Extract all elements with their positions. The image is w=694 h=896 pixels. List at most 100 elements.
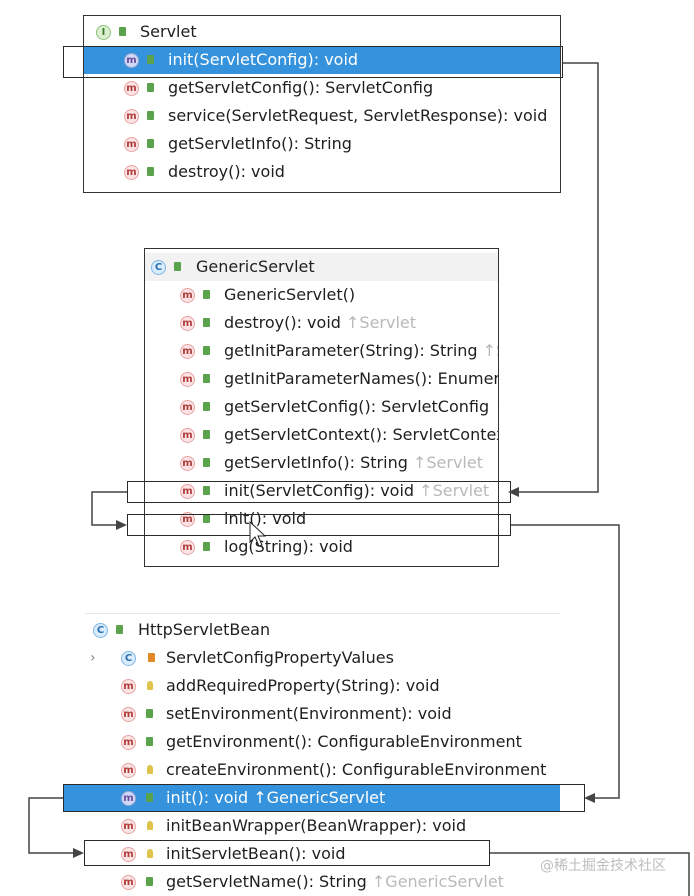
servlet-method-destroy[interactable]: m destroy(): void [84, 158, 560, 186]
method-icon: m [124, 165, 139, 180]
public-lock-icon [119, 27, 126, 36]
generic-method-init-config[interactable]: m init(ServletConfig): void ↑Servlet [145, 477, 498, 505]
arrowhead [73, 848, 84, 858]
override-hint: ↑Servlet [414, 481, 490, 500]
servlet-panel: I Servlet m init(ServletConfig): void m … [83, 15, 561, 193]
method-signature: destroy(): void [224, 313, 341, 332]
public-lock-icon [203, 318, 210, 327]
method-signature-line: destroy(): void ↑Servlet [224, 309, 416, 337]
http-method-get-environment[interactable]: m getEnvironment(): ConfigurableEnvironm… [85, 728, 560, 756]
public-lock-icon [146, 793, 153, 802]
override-hint: ↑ [489, 397, 498, 416]
public-lock-icon [147, 167, 154, 176]
class-icon: C [93, 623, 108, 638]
method-signature: createEnvironment(): ConfigurableEnviron… [166, 760, 547, 779]
arrow-servlet-to-generic [515, 62, 599, 493]
http-method-create-environment[interactable]: m createEnvironment(): ConfigurableEnvir… [85, 756, 560, 784]
http-method-add-required-property[interactable]: m addRequiredProperty(String): void [85, 672, 560, 700]
generic-method-destroy[interactable]: m destroy(): void ↑Servlet [145, 309, 498, 337]
method-signature-line: init(ServletConfig): void ↑Servlet [224, 477, 489, 505]
http-title-row[interactable]: C HttpServletBean [85, 616, 560, 644]
servlet-title: Servlet [140, 22, 197, 41]
method-icon: m [121, 679, 136, 694]
generic-method-get-servlet-config[interactable]: m getServletConfig(): ServletConfig ↑ [145, 393, 498, 421]
generic-method-get-servlet-info[interactable]: m getServletInfo(): String ↑Servlet [145, 449, 498, 477]
public-lock-icon [203, 458, 210, 467]
generic-method-get-init-parameter-names[interactable]: m getInitParameterNames(): Enumer [145, 365, 498, 393]
method-signature: init(): void [166, 788, 249, 807]
method-signature: getEnvironment(): ConfigurableEnvironmen… [166, 732, 522, 751]
servlet-title-row[interactable]: I Servlet [84, 18, 560, 46]
method-icon: m [180, 344, 195, 359]
servlet-method-get-servlet-info[interactable]: m getServletInfo(): String [84, 130, 560, 158]
arrowhead [116, 520, 127, 530]
method-icon: m [180, 428, 195, 443]
method-signature-line: getServletInfo(): String ↑Servlet [224, 449, 483, 477]
method-signature: log(String): void [224, 537, 353, 556]
method-icon: m [121, 791, 136, 806]
http-inner-class-row[interactable]: › C ServletConfigPropertyValues [85, 644, 560, 672]
method-icon: m [180, 456, 195, 471]
method-signature: getServletConfig(): ServletConfig [168, 78, 434, 97]
method-signature-line: init(): void ↑GenericServlet [166, 784, 385, 812]
method-icon: m [124, 109, 139, 124]
method-signature: getInitParameterNames(): Enumer [224, 369, 498, 388]
arrow-generic-config-to-init [91, 491, 127, 526]
method-signature: setEnvironment(Environment): void [166, 704, 452, 723]
generic-method-constructor[interactable]: m GenericServlet() [145, 281, 498, 309]
http-method-init-servlet-bean[interactable]: m initServletBean(): void [85, 840, 560, 868]
method-icon: m [180, 288, 195, 303]
generic-method-get-servlet-context[interactable]: m getServletContext(): ServletContex [145, 421, 498, 449]
http-method-get-servlet-name[interactable]: m getServletName(): String ↑GenericServl… [85, 868, 560, 896]
method-icon: m [124, 81, 139, 96]
servlet-method-init-config[interactable]: m init(ServletConfig): void [84, 46, 560, 74]
method-signature: service(ServletRequest, ServletResponse)… [168, 106, 548, 125]
generic-title: GenericServlet [196, 257, 315, 276]
protected-key-icon [147, 681, 153, 690]
method-icon: m [121, 707, 136, 722]
protected-key-icon [147, 765, 153, 774]
highlight-box-generic-init [127, 514, 511, 536]
class-icon: C [151, 260, 166, 275]
method-signature: getServletInfo(): String [224, 453, 408, 472]
servlet-method-service[interactable]: m service(ServletRequest, ServletRespons… [84, 102, 560, 130]
public-lock-icon [203, 290, 210, 299]
method-icon: m [124, 137, 139, 152]
method-icon: m [121, 847, 136, 862]
servlet-method-get-servlet-config[interactable]: m getServletConfig(): ServletConfig [84, 74, 560, 102]
method-signature: initServletBean(): void [166, 844, 346, 863]
http-servlet-bean-panel: C HttpServletBean › C ServletConfigPrope… [63, 613, 560, 896]
interface-icon: I [96, 25, 111, 40]
public-lock-icon [146, 709, 153, 718]
method-signature: getServletInfo(): String [168, 134, 352, 153]
method-icon: m [124, 53, 139, 68]
generic-title-row[interactable]: C GenericServlet [145, 253, 498, 281]
override-hint: ↑GenericServlet [366, 872, 504, 891]
public-lock-icon [146, 737, 153, 746]
generic-method-get-init-parameter[interactable]: m getInitParameter(String): String ↑S [145, 337, 498, 365]
arrow-generic-to-http [511, 524, 620, 799]
method-signature: getServletName(): String [166, 872, 367, 891]
public-lock-icon [203, 374, 210, 383]
generic-servlet-panel: C GenericServlet m GenericServlet() m de… [144, 248, 499, 567]
method-icon: m [121, 875, 136, 890]
public-lock-icon [203, 486, 210, 495]
generic-method-log[interactable]: m log(String): void [145, 533, 498, 561]
http-method-set-environment[interactable]: m setEnvironment(Environment): void [85, 700, 560, 728]
http-method-init[interactable]: m init(): void ↑GenericServlet [63, 784, 560, 812]
protected-key-icon [147, 849, 153, 858]
method-signature: getServletConfig(): ServletConfig [224, 397, 490, 416]
method-icon: m [121, 735, 136, 750]
generic-method-init[interactable]: m init(): void [145, 505, 498, 533]
expand-chevron-icon[interactable]: › [90, 650, 96, 666]
http-method-init-bean-wrapper[interactable]: m initBeanWrapper(BeanWrapper): void [85, 812, 560, 840]
watermark: @稀土掘金技术社区 [540, 858, 666, 874]
method-signature: GenericServlet() [224, 285, 356, 304]
override-hint: ↑GenericServlet [248, 788, 386, 807]
method-icon: m [180, 484, 195, 499]
method-icon: m [121, 819, 136, 834]
method-signature: init(): void [224, 509, 307, 528]
protected-key-icon [147, 821, 153, 830]
method-signature: init(ServletConfig): void [168, 50, 359, 69]
arrow-init-servlet-bean-out [490, 852, 690, 896]
